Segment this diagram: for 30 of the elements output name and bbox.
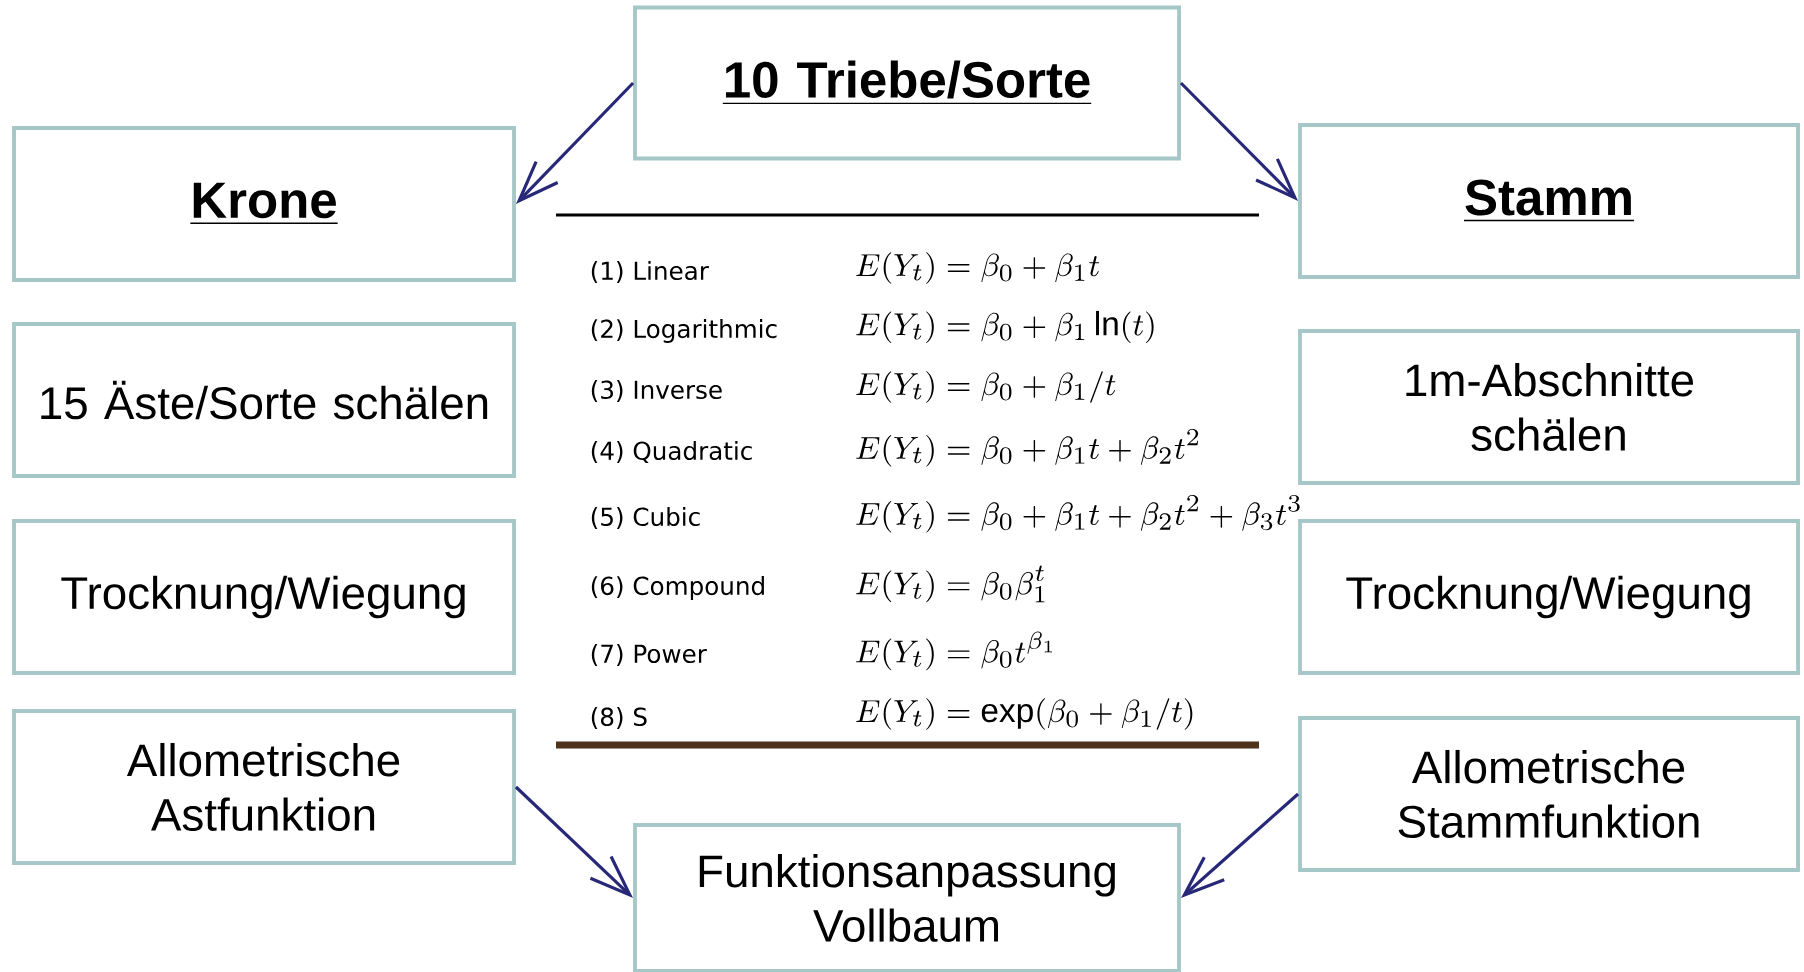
process-box: Trocknung/Wiegung (12, 519, 516, 675)
arrow (1180, 792, 1300, 898)
heading-box: Stamm (1298, 123, 1800, 279)
formula: $E(Y_t)=\beta_0+\beta_1 t$ (856, 252, 1100, 284)
formula: $E(Y_t)=\beta_0+\beta_1 t+\beta_2 t^2$ (856, 428, 1199, 467)
model-name: (4) Quadratic (591, 441, 752, 463)
arrow (1179, 81, 1299, 201)
formula: $E(Y_t)=\beta_0+\beta_1\ln(t)$ (856, 310, 1154, 344)
model-name: (8) S (591, 707, 647, 729)
formula: $E(Y_t)=\exp(\beta_0+\beta_1/t)$ (856, 698, 1193, 730)
process-box: Allometrische Astfunktion (12, 709, 516, 865)
process-box: Trocknung/Wiegung (1298, 519, 1800, 675)
heading-box: 10 Triebe/Sorte (633, 5, 1181, 161)
process-box: Funktionsanpassung Vollbaum (633, 823, 1181, 972)
model-name: (7) Power (591, 644, 707, 666)
process-box: 15 Äste/Sorte schälen (12, 322, 516, 478)
process-box: Allometrische Stammfunktion (1298, 716, 1800, 872)
model-name: (6) Compound (591, 576, 764, 600)
model-name: (1) Linear (591, 261, 709, 283)
formula: $E(Y_t)=\beta_0+\beta_1/t$ (856, 371, 1116, 403)
formula: $E(Y_t)=\beta_0+\beta_1 t+\beta_2 t^2+\beta_3 t^3$ (856, 494, 1300, 533)
arrow (514, 785, 634, 898)
formula: $E(Y_t)=\beta_0 t^{\beta_1}$ (856, 631, 1052, 671)
arrow (515, 81, 635, 204)
model-name: (5) Cubic (591, 507, 700, 529)
model-name: (2) Logarithmic (591, 319, 777, 343)
formula: $E(Y_t)=\beta_0\beta_1^t$ (856, 565, 1045, 603)
model-name: (3) Inverse (591, 380, 722, 402)
process-box: 1m-Abschnitte schälen (1298, 329, 1800, 485)
heading-box: Krone (12, 126, 516, 282)
